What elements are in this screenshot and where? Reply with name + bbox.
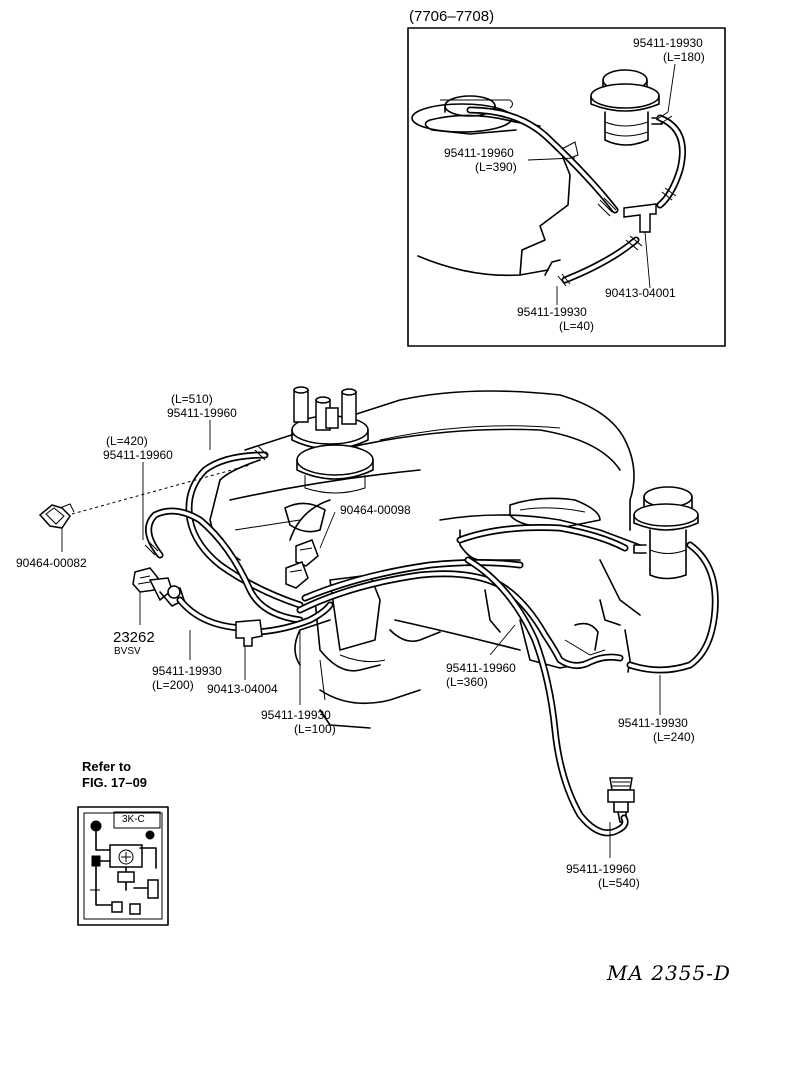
label-hose-510-part: 95411-19960 <box>167 406 237 420</box>
inset-hoses <box>466 106 686 287</box>
label-hose-390-part: 95411-19960 <box>444 146 514 160</box>
label-hose-240-length: (L=240) <box>653 730 695 744</box>
label-hose-200-length: (L=200) <box>152 678 194 692</box>
label-hose-180-part: 95411-19930 <box>633 36 703 50</box>
reference-line-1: Refer to <box>82 759 132 774</box>
label-tee-inset-part: 90413-04001 <box>605 286 676 300</box>
label-hose-390-length: (L=390) <box>475 160 517 174</box>
label-hose-360-length: (L=360) <box>446 675 488 689</box>
label-bvsv-name: BVSV <box>114 646 141 657</box>
reference-thumb-text: 3K-C <box>122 814 145 825</box>
label-hose-40-length: (L=40) <box>559 319 595 333</box>
label-hose-180-length: (L=180) <box>663 50 705 64</box>
bvsv-valve <box>132 567 185 607</box>
inset-engine-outline <box>411 95 579 277</box>
label-hose-200-part: 95411-19930 <box>152 664 222 678</box>
inset-leaders <box>527 63 676 305</box>
label-bvsv-part: 23262 <box>113 629 155 646</box>
label-hose-240-part: 95411-19930 <box>618 716 688 730</box>
label-hose-100-length: (L=100) <box>294 722 336 736</box>
label-hose-420-length: (L=420) <box>106 434 148 448</box>
vacuum-switch-valve <box>607 777 635 823</box>
engine-block-outline <box>209 386 641 729</box>
label-tee-main-part: 90413-04004 <box>207 682 278 696</box>
label-hose-40-part: 95411-19930 <box>517 305 587 319</box>
main-vacuum-valve <box>633 486 699 580</box>
label-clip-part: 90464-00082 <box>16 556 87 570</box>
inset-vacuum-valve <box>590 69 663 146</box>
inset-frame <box>407 27 726 347</box>
drawing-code: MA 2355-D <box>607 961 731 985</box>
main-hoses <box>144 445 719 837</box>
reference-line-2: FIG. 17–09 <box>82 775 148 790</box>
label-hose-360-part: 95411-19960 <box>446 661 516 675</box>
reference-thumbnail <box>77 806 169 926</box>
label-hose-420-part: 95411-19960 <box>103 448 173 462</box>
label-hose-100-part: 95411-19930 <box>261 708 331 722</box>
label-hose-540-length: (L=540) <box>598 876 640 890</box>
label-hose-540-part: 95411-19960 <box>566 862 636 876</box>
label-clamp-part: 90464-00098 <box>340 503 411 517</box>
inset-title: (7706–7708) <box>409 8 495 25</box>
clip-90464-00082 <box>38 503 75 529</box>
label-hose-510-length: (L=510) <box>171 392 213 406</box>
main-leaders <box>61 420 661 858</box>
